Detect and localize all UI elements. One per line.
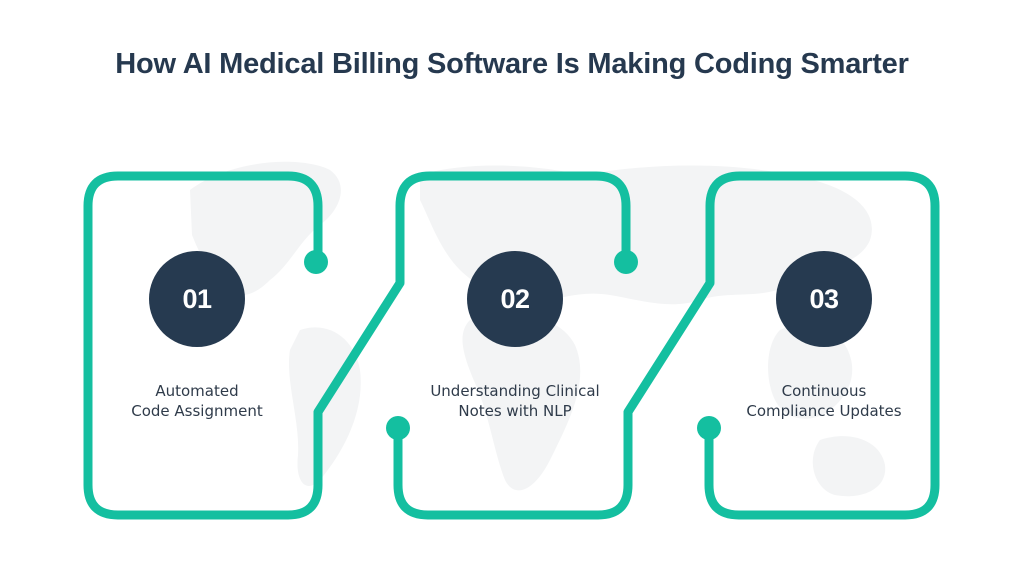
- step-label-line: Notes with NLP: [458, 402, 572, 420]
- connector-dot-1: [304, 250, 328, 274]
- connector-dot-3: [386, 416, 410, 440]
- step-label-line: Continuous: [781, 382, 867, 400]
- step-number-badge-3: 03: [776, 251, 872, 347]
- step-label-line: Automated: [155, 382, 239, 400]
- step-number-badge-1: 01: [149, 251, 245, 347]
- page-title: How AI Medical Billing Software Is Makin…: [115, 48, 909, 80]
- step-label-line: Code Assignment: [131, 402, 263, 420]
- step-label-1: Automated Code Assignment: [87, 381, 307, 421]
- step-number: 02: [500, 283, 530, 314]
- connector-dot-4: [697, 416, 721, 440]
- connector-dot-2: [614, 250, 638, 274]
- step-number: 03: [809, 283, 839, 314]
- card-1-outline: [83, 171, 631, 520]
- step-number-badge-2: 02: [467, 251, 563, 347]
- step-label-line: Compliance Updates: [746, 402, 902, 420]
- step-label-line: Understanding Clinical: [430, 382, 600, 400]
- card-2-3-outline: [393, 171, 940, 520]
- step-number: 01: [182, 283, 212, 314]
- step-label-2: Understanding Clinical Notes with NLP: [405, 381, 625, 421]
- step-label-3: Continuous Compliance Updates: [714, 381, 934, 421]
